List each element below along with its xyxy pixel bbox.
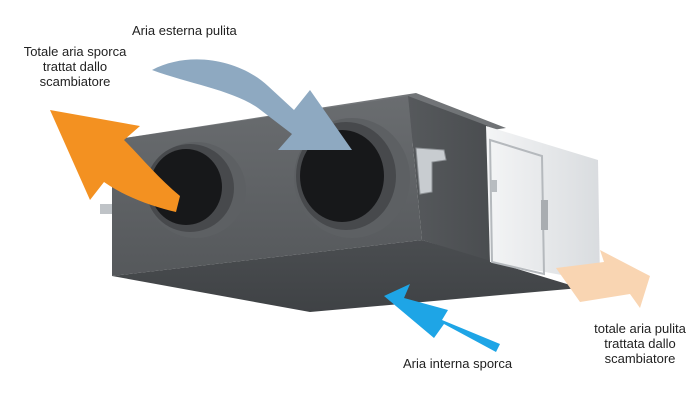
service-panel-frame xyxy=(488,138,546,276)
indoor-air-label: Aria interna sporca xyxy=(403,356,513,371)
housing-right-face xyxy=(408,96,490,262)
supply-air-label-line-3: scambiatore xyxy=(604,351,676,366)
airflow-arrows xyxy=(50,59,650,352)
supply-air-label-line-1: totale aria pulita xyxy=(594,321,686,336)
panel-latch xyxy=(541,200,548,230)
exhaust-air-label-line-2: trattat dallo xyxy=(42,59,108,74)
exhaust-air-label-line-1: Totale aria sporca xyxy=(23,44,127,59)
panel-latch-small xyxy=(491,180,497,192)
outside-air-arrow xyxy=(152,59,352,150)
outside-air-label: Aria esterna pulita xyxy=(132,23,237,38)
exhaust-air-label-line-3: scambiatore xyxy=(39,74,111,89)
duct-collar-right-opening xyxy=(300,130,384,222)
mounting-bracket-right xyxy=(415,147,447,195)
supply-air-label: totale aria pulita trattata dallo scambi… xyxy=(586,321,694,366)
supply-air-label-line-2: trattata dallo xyxy=(604,336,676,351)
exhaust-air-label: Totale aria sporca trattat dallo scambia… xyxy=(11,44,139,89)
supply-air-arrow xyxy=(556,250,650,308)
housing-bottom-face xyxy=(112,240,580,312)
duct-collars xyxy=(146,118,410,238)
indoor-air-arrow xyxy=(384,284,500,352)
mounting-bracket-left xyxy=(100,204,112,214)
exhaust-air-arrow xyxy=(50,110,180,212)
